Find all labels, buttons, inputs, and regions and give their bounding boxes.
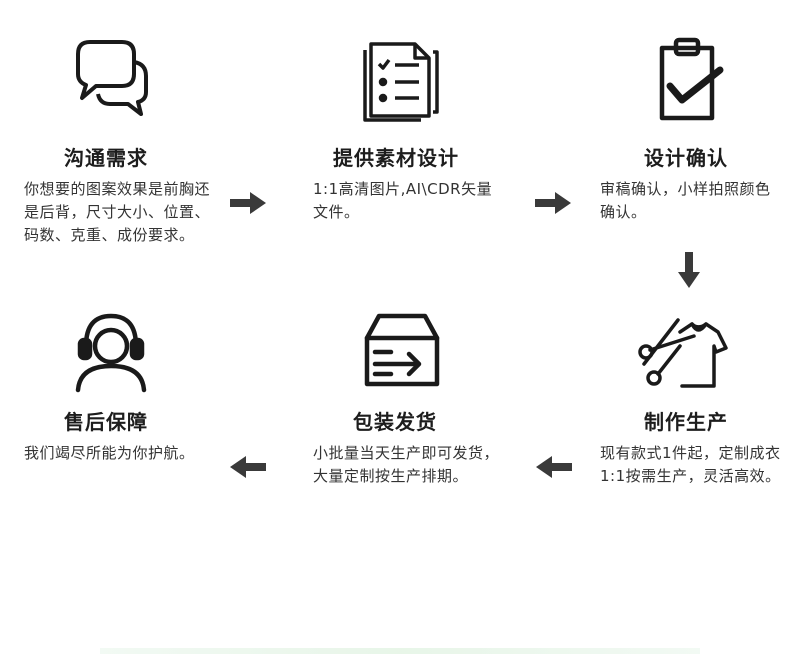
step-title: 制作生产 bbox=[644, 410, 728, 434]
arrow-left-icon bbox=[230, 456, 266, 478]
step-description: 1:1高清图片,AI\CDR矢量文件。 bbox=[313, 180, 493, 221]
step-title: 设计确认 bbox=[644, 146, 728, 170]
shipping-box-icon bbox=[357, 304, 447, 394]
scissors-tshirt-icon bbox=[636, 306, 736, 396]
step-title: 售后保障 bbox=[64, 410, 148, 434]
headset-support-icon bbox=[66, 306, 156, 396]
bottom-decoration bbox=[100, 648, 700, 654]
step-description: 小批量当天生产即可发货，大量定制按生产排期。 bbox=[313, 444, 500, 485]
arrow-left-icon bbox=[536, 456, 572, 478]
step-description: 我们竭尽所能为你护航。 bbox=[24, 444, 195, 462]
step-title: 提供素材设计 bbox=[333, 146, 459, 170]
arrow-right-icon bbox=[230, 192, 266, 214]
step-description: 审稿确认，小样拍照颜色确认。 bbox=[600, 180, 771, 221]
step-description: 你想要的图案效果是前胸还是后背，尺寸大小、位置、码数、克重、成份要求。 bbox=[24, 180, 211, 244]
chat-bubbles-icon bbox=[66, 34, 156, 124]
arrow-right-icon bbox=[535, 192, 571, 214]
step-title: 沟通需求 bbox=[64, 146, 148, 170]
clipboard-check-icon bbox=[642, 34, 732, 124]
arrow-down-icon bbox=[678, 252, 700, 288]
step-title: 包装发货 bbox=[353, 410, 437, 434]
step-description: 现有款式1件起，定制成衣1:1按需生产，灵活高效。 bbox=[600, 444, 781, 485]
document-checklist-icon bbox=[357, 32, 447, 122]
